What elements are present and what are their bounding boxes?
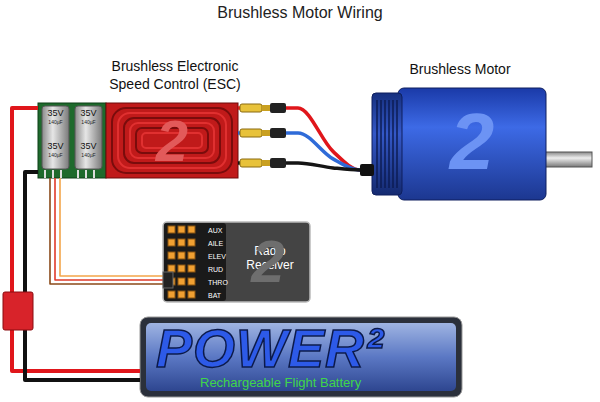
capacitor-rating: 35V (80, 142, 96, 151)
logo-mark: 2 (251, 232, 284, 292)
esc-heatsink (106, 103, 238, 178)
motor-wire (238, 108, 372, 170)
motor-can (398, 88, 546, 200)
component-heading: Brushless Electronic Speed Control (ESC) (90, 57, 260, 93)
endbell-fins (377, 100, 397, 188)
capacitor-rating: 35V (47, 109, 63, 118)
channel-name: AUX (208, 227, 222, 234)
pcb-pins (44, 170, 95, 178)
receiver-pin-block (164, 223, 226, 301)
wire-strand (60, 178, 163, 276)
servo-cable (50, 178, 163, 284)
receiver-box: Radio Receiver (163, 222, 310, 302)
wire-strand (12, 108, 140, 371)
logo-mark: 2 (450, 102, 495, 182)
capacitor-value: 140µF (48, 153, 62, 158)
motor-endbell (372, 93, 402, 195)
wire-strand (55, 178, 163, 280)
brand-name: POWER² (156, 321, 456, 375)
component-heading: Brushless Motor (360, 60, 560, 78)
capacitor (42, 106, 69, 169)
capacitor-value: 140µF (48, 120, 62, 125)
capacitor-rating: 35V (47, 142, 63, 151)
channel-name: ELEV (208, 253, 226, 260)
channel-name: BAT (208, 292, 221, 299)
esc-box: Brushless Electronic Speed Control (ESC) (38, 103, 238, 178)
battery-case (140, 317, 462, 397)
wire-strand (50, 178, 163, 284)
servo-plug (163, 272, 173, 288)
esc-pcb (38, 103, 106, 178)
capacitor (75, 106, 102, 169)
motor-lead-sleeve (360, 164, 374, 176)
battery-plug (3, 292, 33, 330)
capacitor-value: 140µF (81, 120, 95, 125)
battery-lead (12, 108, 140, 371)
bullet-connectors (240, 103, 286, 168)
heatsink-fins (112, 108, 232, 173)
diagram-title: Brushless Motor Wiring (0, 4, 600, 22)
wire-strand (238, 133, 372, 170)
logo-mark: 2 (156, 112, 188, 170)
battery-lead (25, 172, 140, 380)
battery-box: POWER²Rechargeable Flight Battery (140, 317, 462, 397)
wire-strand (25, 172, 140, 380)
motor-shaft (545, 152, 592, 167)
battery-description: Rechargeable Flight Battery (200, 375, 440, 390)
capacitor-value: 140µF (81, 153, 95, 158)
capacitor-rating: 35V (80, 109, 96, 118)
receiver-case (163, 222, 310, 302)
channel-name: THRO (208, 279, 228, 286)
channel-name: RUD (208, 266, 223, 273)
motor-wire (238, 133, 372, 170)
channel-name: AILE (208, 240, 223, 247)
wire-strand (238, 108, 372, 170)
